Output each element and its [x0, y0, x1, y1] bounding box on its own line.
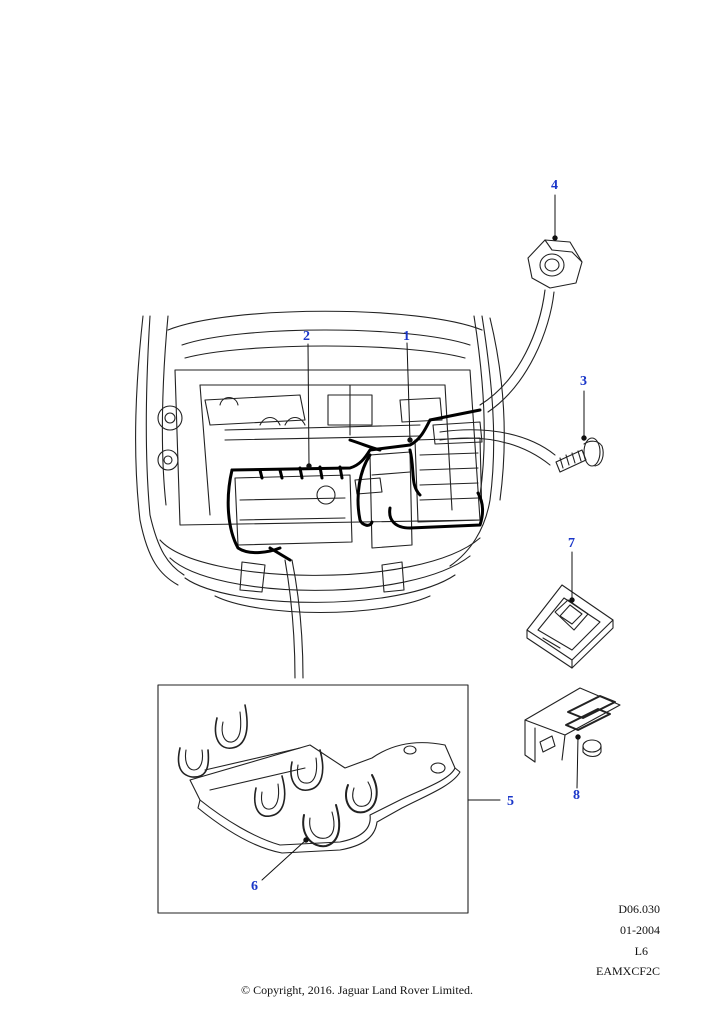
callout-7[interactable]: 7	[568, 536, 575, 551]
copyright-notice: © Copyright, 2016. Jaguar Land Rover Lim…	[240, 983, 474, 997]
callout-8[interactable]: 8	[573, 788, 580, 803]
engine-code: L6	[634, 944, 648, 958]
clip-part	[526, 584, 614, 669]
callout-6[interactable]: 6	[251, 879, 258, 894]
callout-1[interactable]: 1	[403, 329, 410, 344]
callout-5[interactable]: 5	[507, 794, 514, 809]
part-code: EAMXCF2C	[595, 964, 660, 978]
engine-bay-drawing	[135, 289, 556, 679]
callout-2[interactable]: 2	[303, 329, 310, 344]
pipe-bracket-part	[177, 704, 461, 854]
inset-frame	[157, 684, 469, 914]
diagram-code: D06.030	[618, 902, 660, 916]
callout-4[interactable]: 4	[551, 178, 558, 193]
callout-3[interactable]: 3	[580, 374, 587, 389]
date-code: 01-2004	[620, 923, 660, 937]
nut-part	[527, 239, 583, 289]
wiring-harness	[226, 408, 485, 562]
screw-part	[555, 437, 604, 473]
bracket-clip-part	[524, 687, 621, 763]
leader-lines	[261, 194, 587, 881]
